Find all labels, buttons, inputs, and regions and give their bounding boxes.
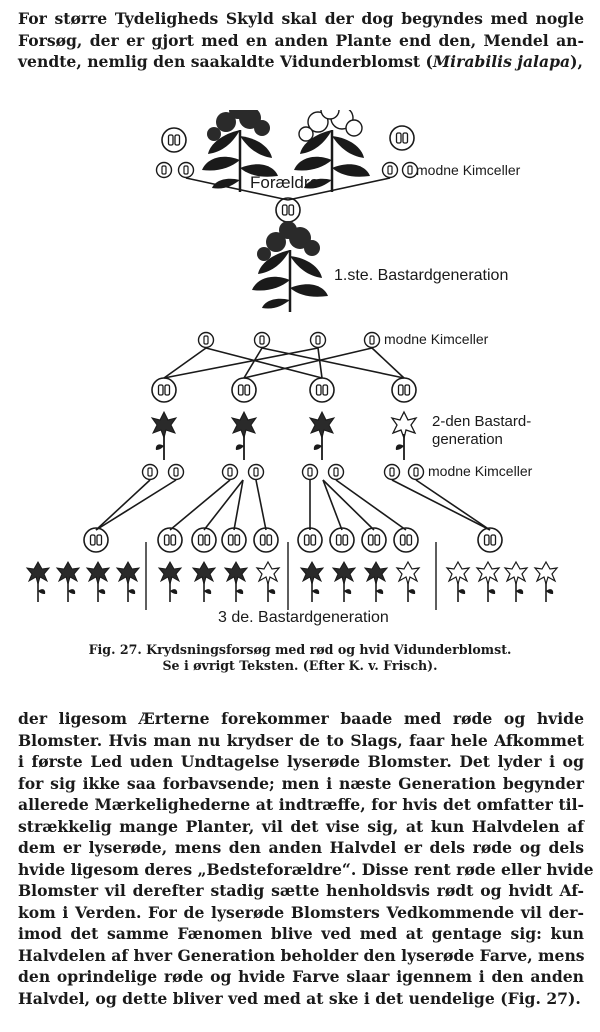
gamete — [301, 463, 319, 481]
text-line: vendte, nemlig den saakaldte Vidunderblo… — [18, 51, 584, 73]
f3-cell — [191, 527, 217, 553]
f3-flower — [332, 561, 356, 603]
f3-flower — [158, 561, 182, 603]
text-line: Blomster. Hvis man nu krydser de to Slag… — [18, 730, 584, 750]
f3-flower — [86, 561, 110, 603]
text-line: allerede Mærkelighederne at indtræffe, f… — [18, 795, 584, 814]
f3-flower — [56, 561, 80, 603]
gamete — [247, 463, 265, 481]
f3-flower — [504, 561, 528, 603]
f3-flower — [192, 561, 216, 603]
gamete — [363, 331, 381, 349]
crossing-diagram: modne Kimceller Forældre 1.ste. Bastardg… — [26, 99, 558, 626]
parent-cell-white — [389, 125, 415, 151]
text-line: dem er lyserøde, mens den anden Halvdel … — [18, 838, 584, 857]
text-line: Halvdel, og dette bliver ved med at ske … — [18, 988, 581, 1008]
f2-cell — [231, 377, 257, 403]
f3-cell — [297, 527, 323, 553]
text-line: kom i Verden. For de lyserøde Blomsters … — [18, 902, 584, 922]
cells-label-2: modne Kimceller — [384, 331, 489, 347]
gamete — [309, 331, 327, 349]
f3-flower — [26, 561, 50, 603]
f3-flower — [116, 561, 140, 603]
f2-cell — [309, 377, 335, 403]
f3-flower — [396, 561, 420, 603]
f3-flower — [534, 561, 558, 603]
gamete — [197, 331, 215, 349]
f3-cell — [221, 527, 247, 553]
f2-flower-red — [151, 411, 177, 461]
f2-flower-pink — [309, 411, 335, 461]
gen2-label-line1: 2-den Bastard- — [432, 413, 531, 430]
text-line: strækkelig mange Planter, vil det vise s… — [18, 816, 584, 836]
gamete — [177, 161, 195, 179]
figure-27: modne Kimceller Forældre 1.ste. Bastardg… — [0, 99, 600, 630]
f3-cell — [361, 527, 387, 553]
text-line: i første Led uden Undtagelse lyserøde Bl… — [18, 752, 584, 771]
gamete — [141, 463, 159, 481]
f3-cell — [329, 527, 355, 553]
gamete — [381, 161, 399, 179]
f2-cell — [391, 377, 417, 403]
text-line: der ligesom Ærterne forekommer baade med… — [18, 709, 584, 728]
f3-cell — [393, 527, 419, 553]
cells-label-3: modne Kimceller — [428, 463, 533, 479]
cells-label-1: modne Kimceller — [416, 162, 521, 178]
text-line: Halvdelen af hver Generation beholder de… — [18, 945, 585, 965]
body-paragraph: der ligesom Ærterne forekommer baade med… — [18, 708, 594, 1009]
f2-flower-white — [391, 411, 417, 461]
species-name: Mirabilis jalapa — [432, 52, 571, 71]
f2-cell — [151, 377, 177, 403]
text-line: hvide ligesom deres „Bedsteforældre“. Di… — [18, 859, 594, 879]
gen3-label: 3 de. Bastardgeneration — [218, 609, 389, 626]
gen2-label-line2: generation — [432, 431, 503, 448]
f3-flower — [224, 561, 248, 603]
gamete — [383, 463, 401, 481]
text-line: Forsøg, der er gjort med en anden Plante… — [18, 30, 584, 50]
text-line: Blomster vil derefter stadig sætte henho… — [18, 881, 584, 900]
gen1-label: 1.ste. Bastardgeneration — [334, 267, 508, 284]
species-close: ), — [570, 52, 583, 71]
gamete — [221, 463, 239, 481]
parents-label: Forældre — [250, 173, 319, 192]
gamete — [155, 161, 173, 179]
figure-caption-line1: Fig. 27. Krydsningsforsøg med rød og hvi… — [88, 642, 512, 657]
text-line-start: vendte, nemlig den saakaldte Vidunderblo… — [18, 52, 421, 71]
f2-flower-pink — [231, 411, 257, 461]
f3-flower — [446, 561, 470, 603]
text-line: den oprindelige røde og hvide Farve slaa… — [18, 967, 584, 986]
f3-cell — [253, 527, 279, 553]
f1-plant — [250, 219, 330, 314]
text-line: imod det samme Fænomen blive ved med at … — [18, 924, 584, 943]
f3-flower — [256, 561, 280, 603]
f3-cell — [157, 527, 183, 553]
text-line: For større Tydeligheds Skyld skal der do… — [18, 9, 584, 28]
intro-paragraph: For større Tydeligheds Skyld skal der do… — [18, 8, 584, 73]
text-line: for sig ikke saa forbavsende; men i næst… — [18, 773, 584, 793]
f3-flower — [476, 561, 500, 603]
figure-caption-line2: Se i øvrigt Teksten. (Efter K. v. Frisch… — [162, 658, 438, 673]
f3-cell — [83, 527, 109, 553]
f1-cell — [275, 197, 301, 223]
gamete — [327, 463, 345, 481]
f3-flower — [300, 561, 324, 603]
gamete — [407, 463, 425, 481]
f3-cell — [477, 527, 503, 553]
f3-flower — [364, 561, 388, 603]
parent-cell-red — [161, 127, 187, 153]
gamete — [167, 463, 185, 481]
species-open: ( — [425, 52, 433, 71]
gamete — [253, 331, 271, 349]
